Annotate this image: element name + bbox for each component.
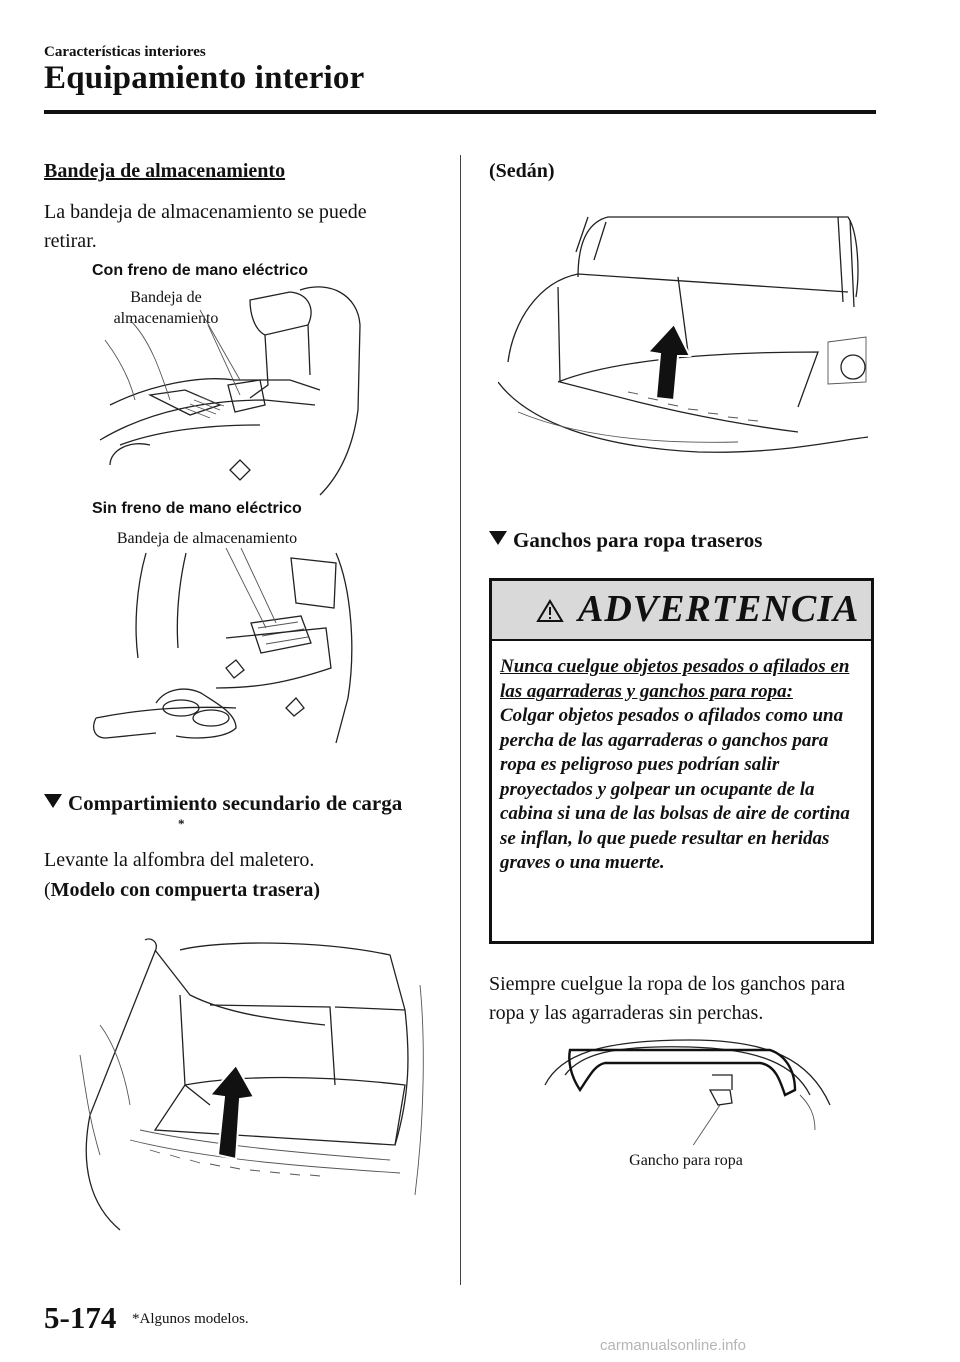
cargo-asterisk: * — [178, 816, 185, 831]
console-electric-brake-illustration — [99, 286, 361, 496]
page-title: Equipamiento interior — [44, 60, 365, 96]
electric-brake-label: Con freno de mano eléctrico — [92, 262, 309, 279]
warning-header: ADVERTENCIA — [492, 581, 871, 641]
warning-title: ADVERTENCIA — [578, 588, 860, 630]
hatchback-label: (Modelo con compuerta trasera) — [44, 879, 321, 901]
hooks-text: Siempre cuelgue la ropa de los ganchos p… — [489, 973, 845, 1024]
triangle-bullet-icon — [44, 794, 62, 808]
tray-heading: Bandeja de almacenamiento — [44, 160, 286, 182]
title-rule — [44, 110, 876, 114]
manual-tray-callout: Bandeja de almacenamiento — [116, 530, 298, 547]
cargo-heading: Compartimiento secundario de carga — [44, 790, 444, 817]
warning-lead: Nunca cuelgue objetos pesados o afilados… — [500, 656, 850, 702]
warning-text: Nunca cuelgue objetos pesados o afilados… — [500, 655, 868, 876]
sedan-trunk-illustration — [498, 216, 868, 453]
triangle-bullet-icon — [489, 531, 507, 545]
warning-triangle-icon — [536, 599, 564, 622]
warning-body: Colgar objetos pesados o afilados como u… — [500, 705, 850, 873]
warning-box: ADVERTENCIA Nunca cuelgue objetos pesado… — [489, 578, 874, 944]
console-manual-brake-illustration — [93, 548, 353, 744]
hook-callout: Gancho para ropa — [629, 1152, 743, 1169]
section-label: Características interiores — [44, 44, 206, 60]
footnote: *Algunos modelos. — [132, 1311, 249, 1327]
tray-text: La bandeja de almacenamiento se puede re… — [44, 201, 367, 252]
hatchback-trunk-illustration — [79, 938, 424, 1231]
watermark: carmanualsonline.info — [600, 1337, 746, 1354]
page-number: 5-174 — [44, 1300, 117, 1335]
hooks-heading: Ganchos para ropa traseros — [489, 527, 762, 554]
manual-brake-label: Sin freno de mano eléctrico — [92, 500, 302, 517]
sedan-label: (Sedán) — [489, 160, 555, 182]
cargo-text: Levante la alfombra del maletero. — [44, 849, 315, 871]
coat-hook-illustration — [544, 1039, 831, 1145]
electric-tray-callout: Bandeja de almacenamiento — [113, 289, 219, 327]
column-divider — [460, 155, 461, 1285]
